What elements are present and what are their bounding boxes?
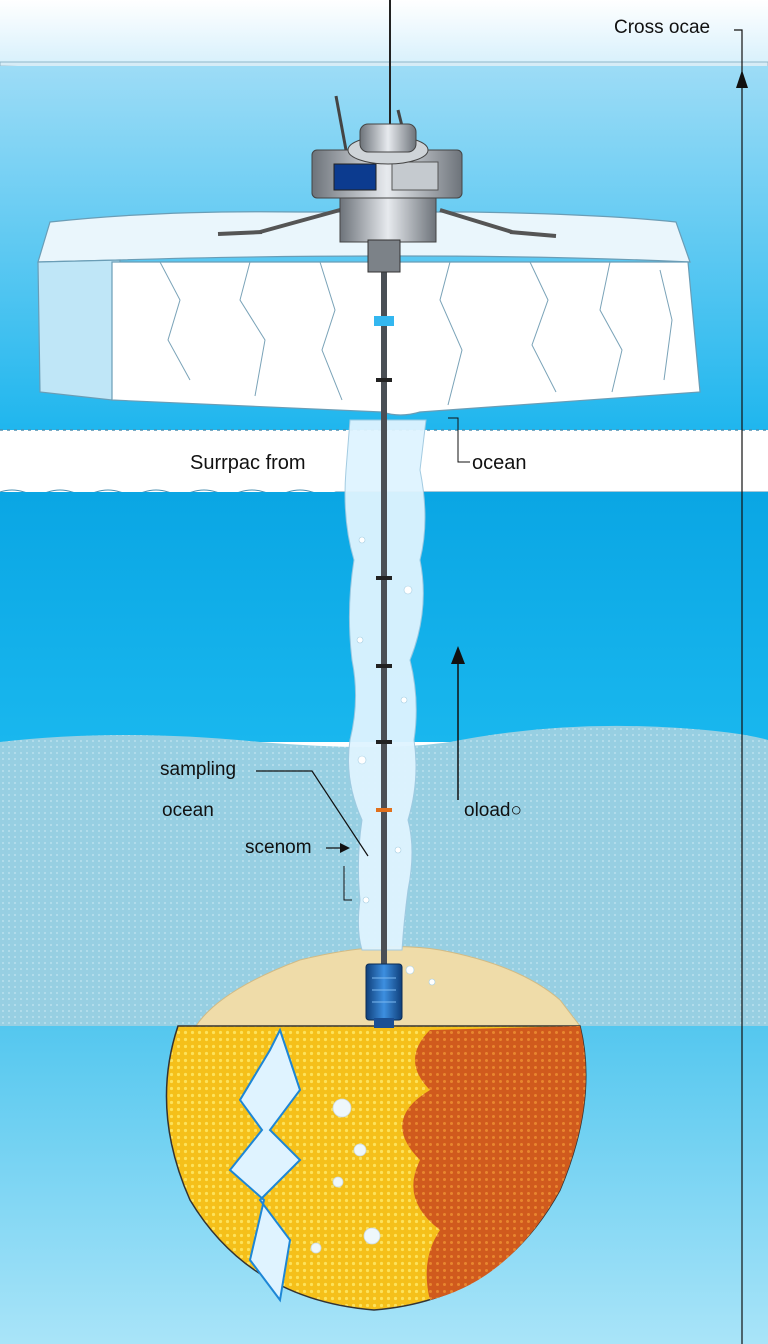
ocean-mid-label: ocean <box>162 800 214 821</box>
title-leader-line <box>734 29 743 1344</box>
scenom-label: scenom <box>245 837 312 858</box>
core-sample-section <box>165 1025 587 1311</box>
scenom-bracket <box>343 866 352 901</box>
surface-label: Surrpac from <box>190 452 306 474</box>
channel-bubbles <box>356 536 436 986</box>
ocean-label-leader <box>448 417 470 463</box>
core-bubbles <box>310 1098 381 1254</box>
sampling-leader-line <box>256 770 369 857</box>
upward-arrow-icon <box>451 646 465 664</box>
ice-shelf-left-face <box>37 259 121 401</box>
sampling-probe <box>365 963 403 1028</box>
oload-label: oload○ <box>464 800 522 821</box>
cable-collar <box>374 316 394 326</box>
scenom-arrow-icon <box>340 843 350 853</box>
title-label: Cross ocae <box>614 17 711 38</box>
drill-cable <box>381 270 387 970</box>
surface-lander <box>217 0 557 273</box>
sediment-orange-zone <box>402 1026 586 1300</box>
ice-shelf-front-face <box>111 261 701 416</box>
title-arrow-icon <box>736 70 748 88</box>
ice-intrusion <box>228 1027 302 1303</box>
ocean-top-label: ocean <box>472 452 527 474</box>
sky-background <box>0 0 768 62</box>
cable-joints <box>376 378 392 812</box>
ice-cracks <box>159 261 673 406</box>
sampling-label: sampling <box>160 759 237 780</box>
